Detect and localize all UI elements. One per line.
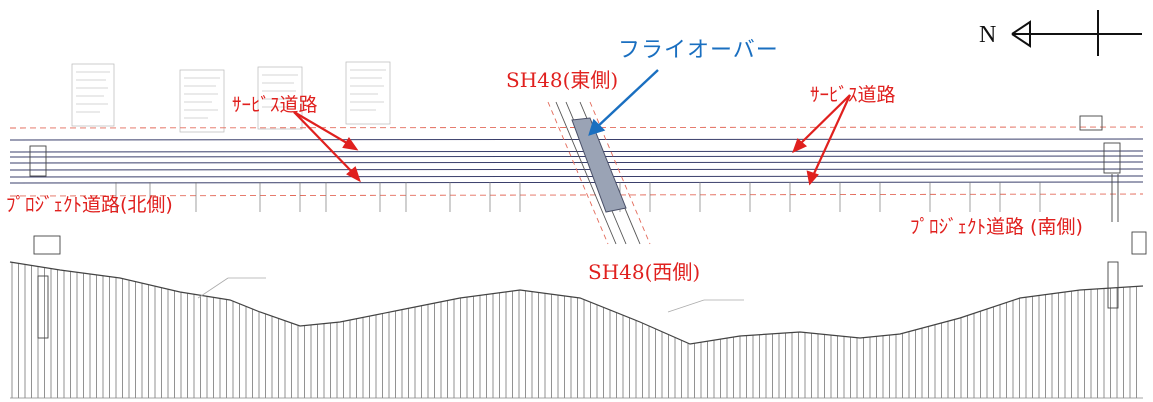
red-pointer-arrows [293,94,852,186]
sh48-crossing-red [547,101,651,245]
north-arrow [1011,10,1142,56]
flyover-structure [571,117,627,213]
profile-ground-line [9,261,1144,345]
profile-section-hatching [11,262,1137,398]
project-road-south-label: ﾌﾟﾛｼﾞｪｸﾄ道路 (南側) [910,216,1083,238]
plan-station-ticks [115,182,1041,212]
road-alignment-lines [9,138,1144,184]
sh48-west-label: SH48(西側) [588,260,701,284]
sh48-east-label: SH48(東側) [506,68,619,92]
north-label: N [979,22,997,48]
profile-labels-faint [197,277,744,313]
profile-side-boxes [33,231,1147,339]
project-road-north-label: ﾌﾟﾛｼﾞｪｸﾄ道路(北側) [6,194,173,216]
blue-pointer-arrow [588,69,659,136]
row-boundary-lines [9,126,1144,197]
service-road-left-label: ｻｰﾋﾞｽ道路 [232,94,318,116]
end-structures [29,115,1121,222]
service-road-right-label: ｻｰﾋﾞｽ道路 [810,84,896,106]
curve-data-tables [71,61,391,133]
flyover-label: フライオーバー [618,38,779,63]
table-text-lines [76,69,386,119]
